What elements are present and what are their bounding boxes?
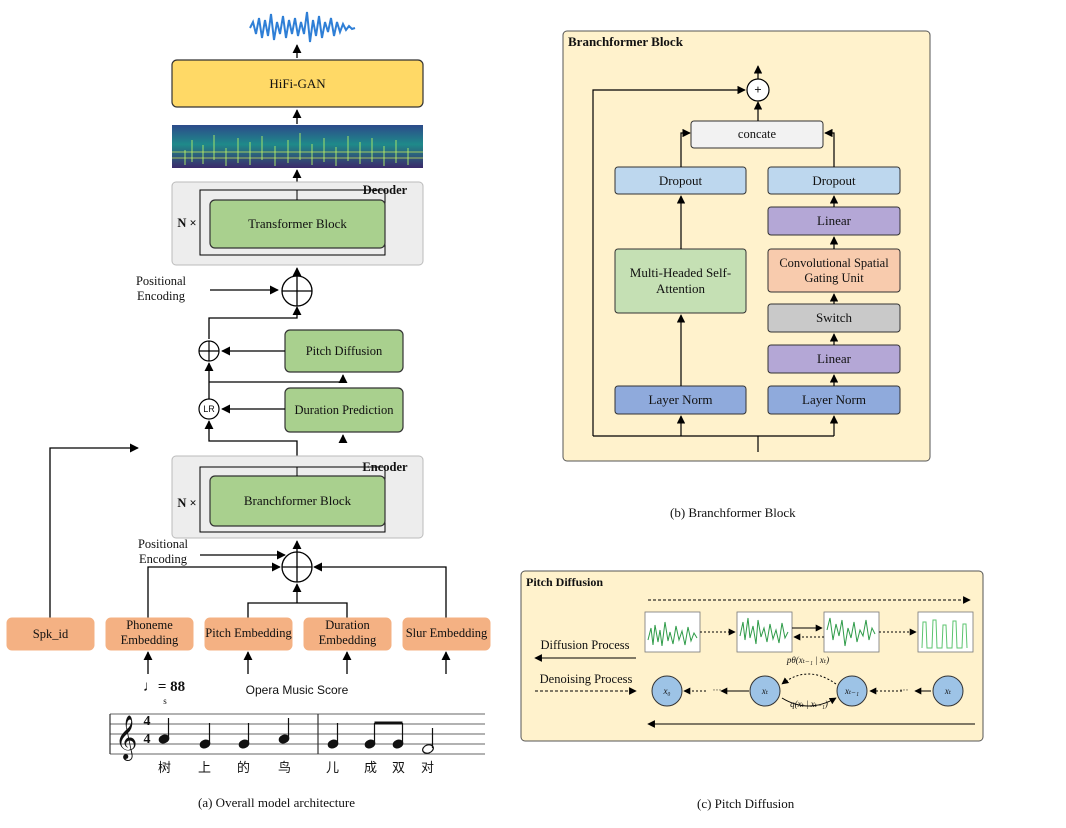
denoising-process-label: Denoising Process — [539, 671, 633, 686]
forward-process-label: q(xₜ | xₜ₋₁) — [790, 698, 828, 709]
linear-bottom-label: Linear — [817, 351, 851, 367]
tempo-marking: ♩= 88 — [142, 679, 186, 695]
pitch-embedding-box — [204, 617, 293, 651]
decoder-title: Decoder — [362, 182, 408, 197]
positional-encoding-bottom-label: Positional Encoding — [137, 537, 188, 566]
encoder-repeat-label: N × — [177, 495, 197, 510]
ellipsis-left: ··· — [712, 684, 722, 695]
time-signature-top: 4 — [143, 713, 151, 729]
dropout-right-label: Dropout — [812, 172, 856, 188]
score-title: Opera Music Score — [245, 682, 349, 697]
music-score-staff — [109, 713, 485, 755]
linear-top-label: Linear — [817, 213, 851, 229]
pitch-diffusion-label: Pitch Diffusion — [305, 343, 383, 358]
caption-a: (a) Overall model architecture — [198, 795, 355, 810]
tempo-subscript: s — [163, 695, 167, 706]
waveform-icon — [249, 11, 356, 43]
node-x0: x₀ — [663, 685, 671, 696]
encoder-title: Encoder — [362, 459, 408, 474]
caption-b: (b) Branchformer Block — [670, 505, 796, 520]
switch-label: Switch — [815, 310, 853, 326]
lyric-char: 双 — [392, 761, 406, 776]
cgsu-label: Convolutional Spatial Gating Unit — [779, 255, 889, 285]
dropout-left-label: Dropout — [658, 172, 703, 188]
branchformer-block-label: Branchformer Block — [243, 493, 352, 509]
lyric-char: 树 — [158, 761, 172, 776]
concate-label: concate — [737, 127, 777, 141]
duration-embedding-label: Duration Embedding — [318, 618, 377, 647]
caption-c: (c) Pitch Diffusion — [697, 796, 795, 811]
ellipsis-right: ··· — [899, 684, 909, 695]
phoneme-embedding-box — [105, 617, 194, 651]
diffusion-nodes — [651, 675, 964, 707]
lr-label: LR — [203, 403, 215, 414]
slur-embedding-label: Slur Embedding — [405, 625, 488, 640]
lyric-char: 儿 — [326, 761, 340, 776]
pitch-diffusion-panel-title: Pitch Diffusion — [526, 575, 604, 589]
pitch-curve-images — [644, 611, 974, 653]
node-xt-minus-1: xₜ₋₁ — [844, 685, 860, 696]
lyric-char: 的 — [237, 761, 251, 776]
duration-prediction-label: Duration Prediction — [294, 402, 394, 417]
diffusion-process-label: Diffusion Process — [540, 637, 630, 652]
decoder-repeat-label: N × — [177, 215, 197, 230]
node-xT: xₜ — [944, 685, 952, 696]
slur-embedding-box — [402, 617, 491, 651]
hifigan-label: HiFi-GAN — [269, 75, 326, 91]
positional-encoding-top-label: Positional Encoding — [135, 274, 186, 303]
pitch-embedding-label: Pitch Embedding — [205, 625, 292, 640]
spk-id-box — [6, 617, 95, 651]
mel-spectrogram-image — [172, 125, 423, 168]
transformer-block-label: Transformer Block — [248, 216, 347, 232]
mhsa-label: Multi-Headed Self-Attention — [629, 265, 732, 296]
lyric-char: 对 — [421, 761, 435, 776]
duration-embedding-box — [303, 617, 392, 651]
length-regulator-icon — [198, 398, 220, 420]
spk-id-label: Spk_id — [32, 626, 69, 641]
concate-box — [690, 120, 824, 149]
phoneme-embedding-label: Phoneme Embedding — [120, 618, 179, 647]
svg-text:𝄞: 𝄞 — [115, 715, 137, 761]
lyric-char: 成 — [364, 761, 378, 776]
lyric-char: 鸟 — [278, 761, 292, 776]
time-signature-bottom: 4 — [143, 731, 151, 747]
node-xt: xₜ — [761, 685, 769, 696]
layer-norm-left-label: Layer Norm — [648, 392, 713, 408]
reverse-process-label: pθ(xₜ₋₁ | xₜ) — [786, 654, 830, 665]
lyric-char: 上 — [198, 761, 212, 776]
hifigan-box — [171, 59, 424, 108]
music-notes — [158, 718, 434, 754]
duration-prediction-box — [284, 387, 404, 433]
layer-norm-right-label: Layer Norm — [802, 392, 866, 408]
branchformer-panel-title: Branchformer Block — [568, 34, 683, 49]
plus-symbol: + — [754, 82, 762, 98]
